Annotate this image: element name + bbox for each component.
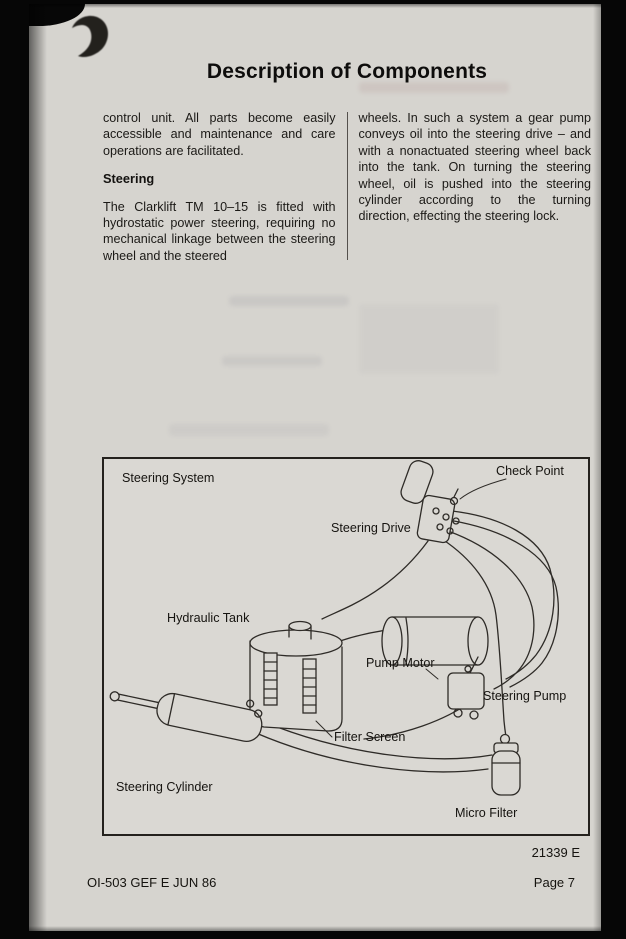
bleedthrough-artifact	[229, 296, 349, 306]
steering-pump-drawing	[447, 665, 485, 720]
figure-label-check-point: Check Point	[496, 464, 564, 478]
steering-system-diagram	[109, 460, 559, 796]
figure-label-steering-system: Steering System	[122, 471, 215, 485]
page-number: Page 7	[533, 875, 575, 890]
hydraulic-tank-drawing	[249, 620, 343, 732]
bleedthrough-artifact	[359, 304, 499, 374]
section-heading-steering: Steering	[103, 171, 155, 187]
figure-label-hydraulic-tank: Hydraulic Tank	[167, 611, 250, 625]
filter-screen-elements	[263, 652, 317, 714]
tank-filler-cap	[288, 620, 312, 640]
body-paragraph: wheels. In such a system a gear pump con…	[358, 111, 592, 224]
page-edge-shadow	[29, 4, 47, 931]
page-footer: OI-503 GEF E JUN 86 Page 7	[87, 875, 575, 890]
page-edge-shadow	[29, 4, 601, 8]
check-point-fitting	[449, 488, 459, 506]
body-text: control unit. All parts become easily ac…	[103, 110, 591, 276]
steering-cylinder-drawing	[109, 691, 263, 742]
bleedthrough-artifact	[359, 82, 509, 93]
ink-blot-artifact	[69, 12, 111, 60]
micro-filter-drawing	[491, 733, 521, 796]
hydraulic-hoses	[253, 510, 559, 773]
page-edge-shadow	[593, 4, 601, 931]
figure-label-steering-pump: Steering Pump	[483, 689, 567, 703]
scanned-manual-page: Description of Components control unit. …	[29, 4, 601, 931]
figure-label-pump-motor: Pump Motor	[366, 656, 435, 670]
figure-frame: Steering System Check Point Steering Dri…	[102, 457, 590, 836]
page-edge-shadow	[29, 926, 601, 931]
figure-number: 21339 E	[531, 845, 580, 860]
figure-label-filter-screen: Filter Screen	[334, 730, 406, 744]
bleedthrough-artifact	[169, 424, 329, 436]
bleedthrough-artifact	[222, 356, 322, 366]
figure-label-micro-filter: Micro Filter	[455, 806, 518, 820]
figure-label-steering-cylinder: Steering Cylinder	[116, 780, 213, 794]
pump-motor-drawing	[381, 616, 489, 674]
right-column: wheels. In such a system a gear pump con…	[359, 110, 592, 276]
body-paragraph: control unit. All parts become easily ac…	[103, 111, 336, 158]
figure-label-steering-drive: Steering Drive	[331, 521, 411, 535]
page-title: Description of Components	[206, 60, 488, 83]
document-code: OI-503 GEF E JUN 86	[87, 875, 217, 890]
body-paragraph: The Clarklift TM 10–15 is fitted with hy…	[103, 199, 336, 263]
label-leader-lines	[315, 478, 507, 738]
steering-drive-drawing	[400, 460, 460, 544]
column-divider	[346, 112, 348, 260]
left-column: control unit. All parts become easily ac…	[103, 110, 336, 276]
